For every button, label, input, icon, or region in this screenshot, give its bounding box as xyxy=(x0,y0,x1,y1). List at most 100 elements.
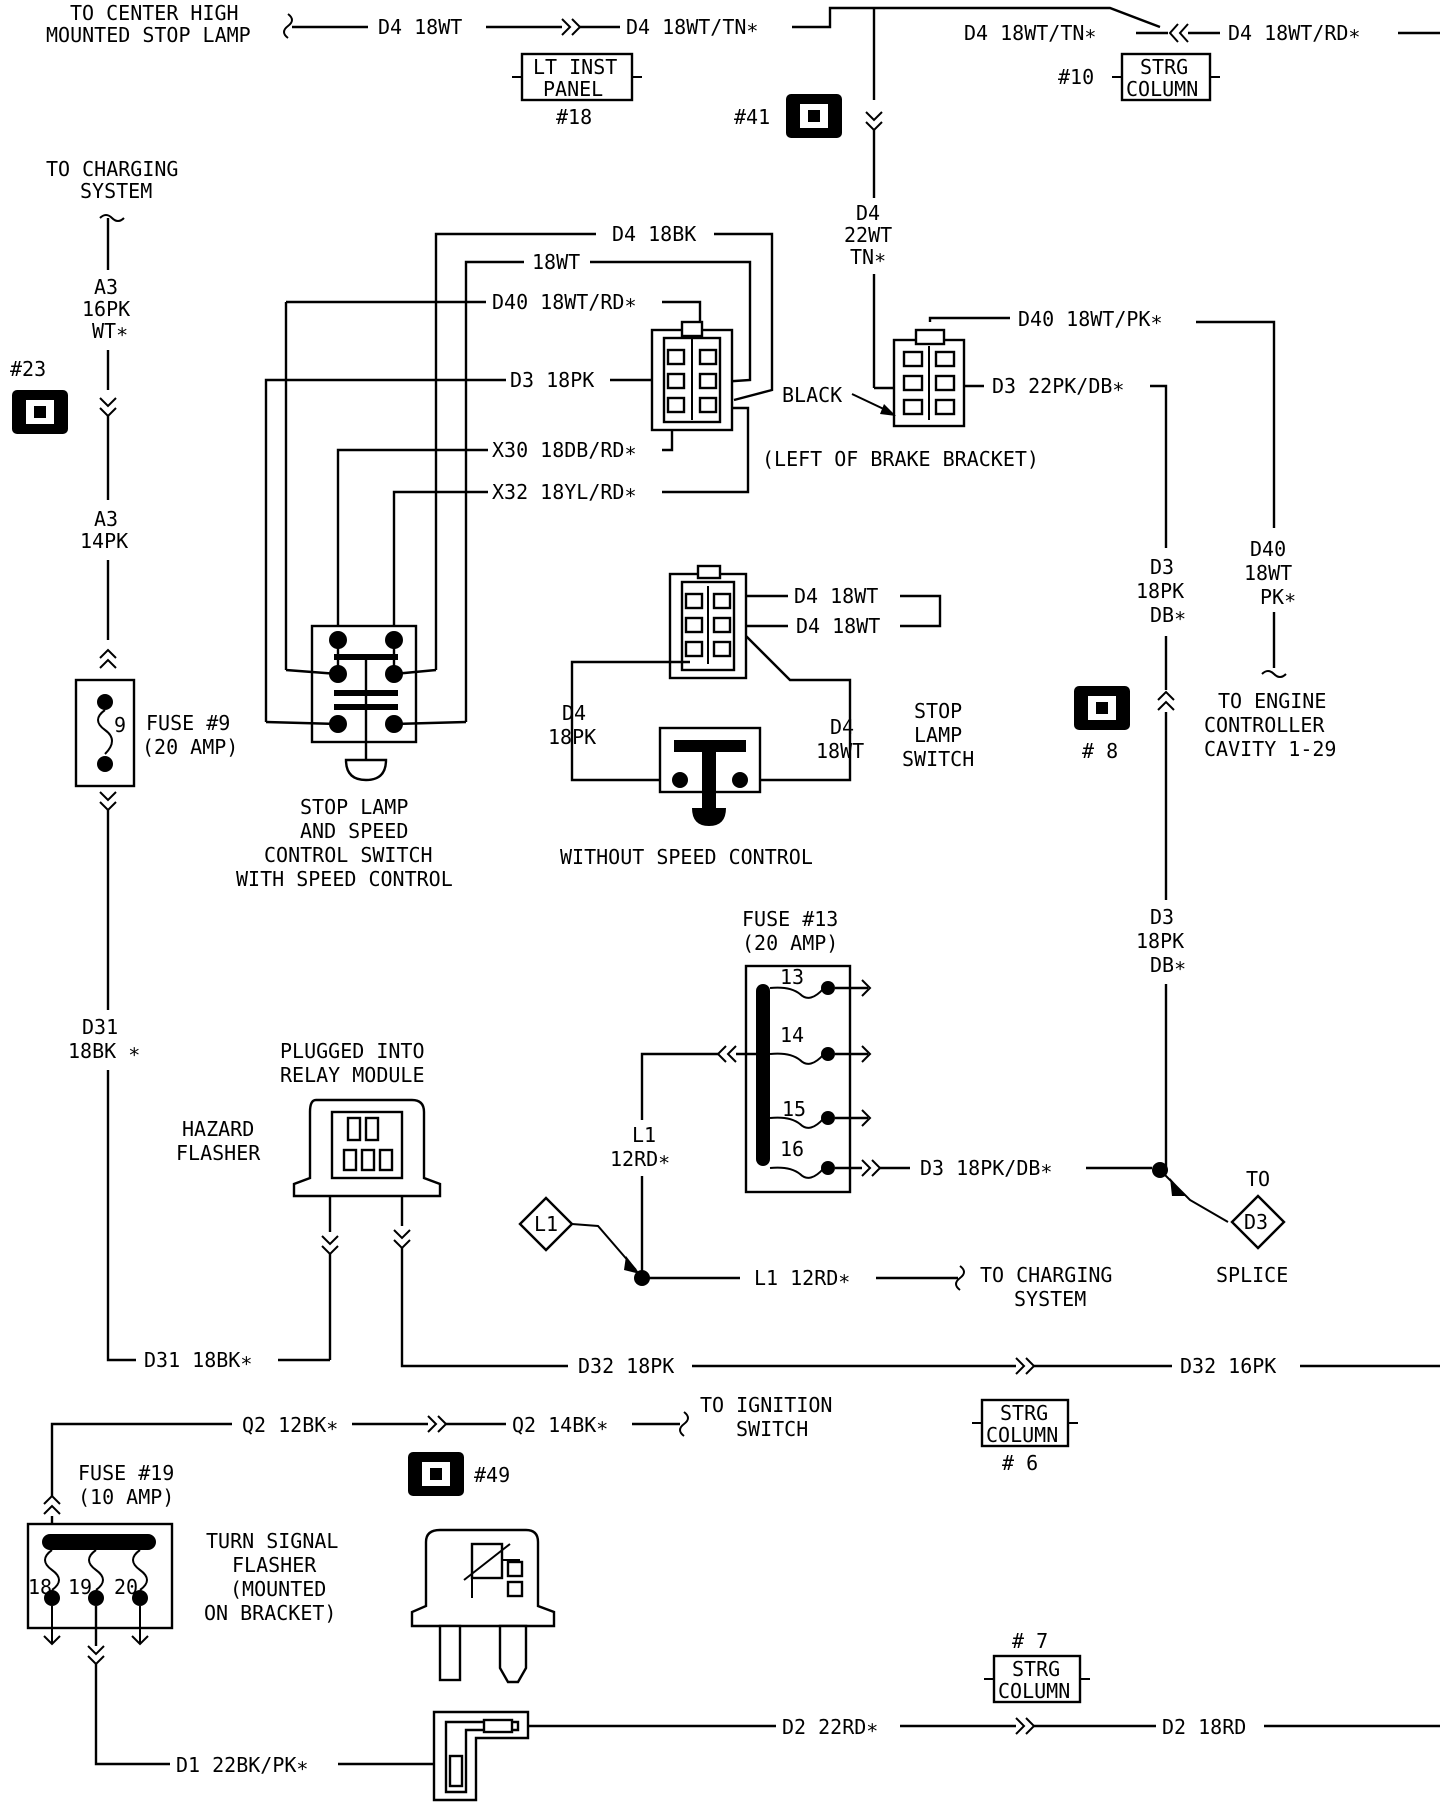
wire-label-x32: X32 18YL/RD∗ xyxy=(492,480,637,504)
fuse13-tap-14-number: 14 xyxy=(780,1023,804,1047)
fuse13-tap-14 xyxy=(769,1045,872,1065)
chmsl-label-1: TO CENTER HIGH xyxy=(70,1,239,25)
wire-label-d1-22bk-pk: D1 22BK/PK∗ xyxy=(176,1753,308,1777)
wire-label-d4-18wt-tn-2: D4 18WT/TN∗ xyxy=(964,21,1096,45)
l1-diamond-label: L1 xyxy=(534,1212,558,1236)
fuse19-label-2: (10 AMP) xyxy=(78,1485,174,1509)
left-column: TO CHARGING SYSTEM A3 16PK WT∗ #23 A3 14… xyxy=(10,157,330,1372)
speed-control-switch-section: D4 18BK 18WT D40 18WT/RD∗ D3 18PK X30 18… xyxy=(236,222,774,891)
wire-label-d31-1: D31 xyxy=(82,1015,118,1039)
wire-segment xyxy=(265,720,339,726)
ignition-label-2: SWITCH xyxy=(736,1417,808,1441)
ground-49-number: #49 xyxy=(474,1463,510,1487)
wire-segment xyxy=(393,668,437,676)
fuse13-label-2: (20 AMP) xyxy=(742,931,838,955)
without-speed-control-section: D4 18WT D4 18WT D4 18PK D4 18WT STOP LAM… xyxy=(548,564,974,869)
ground-41-number: #41 xyxy=(734,105,770,129)
wire-label-d3-18pk-db-b-3: DB∗ xyxy=(1150,953,1186,977)
hazard-flasher-label-1: HAZARD xyxy=(182,1117,254,1141)
connector-fuse13-l1 xyxy=(716,1045,737,1063)
wire-label-d40-18wt-rd: D40 18WT/RD∗ xyxy=(492,290,637,314)
wire-d4-18bk-left xyxy=(434,232,596,670)
lt-inst-panel-label-1: LT INST xyxy=(533,55,617,79)
strg-column-10-label-1: STRG xyxy=(1140,55,1188,79)
charging-system-label-2: SYSTEM xyxy=(80,179,152,203)
l1-break xyxy=(955,1265,965,1291)
connector-hazard-left xyxy=(321,1235,339,1256)
fuse19-tap-18: 18 xyxy=(28,1575,52,1599)
wire-label-d3-18pk-db-b-1: D3 xyxy=(1150,905,1174,929)
wire-label-d3-18pk-db-a-3: DB∗ xyxy=(1150,603,1186,627)
wire-label-a3-16pk-3: WT∗ xyxy=(92,319,128,343)
fuse19-tap-19: 19 xyxy=(68,1575,92,1599)
turn-signal-flasher xyxy=(410,1528,556,1684)
wire-segment xyxy=(662,300,702,322)
d3-splice-diamond xyxy=(1230,1194,1286,1250)
ignition-break xyxy=(679,1411,689,1437)
wire-d1-left xyxy=(94,1664,170,1766)
wire-label-d4-18wt-rd: D4 18WT/RD∗ xyxy=(1228,21,1360,45)
diagram-element xyxy=(624,1256,640,1274)
wire-d32-18pk-left xyxy=(400,1248,568,1368)
strg-column-7-number: # 7 xyxy=(1012,1629,1048,1653)
ground-23-number: #23 xyxy=(10,357,46,381)
wire-label-fuse13-d3: D3 18PK/DB∗ xyxy=(920,1156,1052,1180)
wire-d3-18pk-left xyxy=(264,378,506,722)
connector-inline-1 xyxy=(561,18,582,36)
splice-label: SPLICE xyxy=(1216,1263,1288,1287)
stop-lamp-switch-label-3: SWITCH xyxy=(902,747,974,771)
wire-label-d3-18pk-db-a-2: 18PK xyxy=(1136,579,1184,603)
engine-controller-break xyxy=(1261,670,1287,678)
wire-segment xyxy=(928,316,1010,322)
wire-label-d4-18wt: D4 18WT xyxy=(378,15,462,39)
wire-d4-splice-path xyxy=(792,6,1161,29)
connector-inline-2 xyxy=(1168,23,1189,43)
wire-l1-12rd-up xyxy=(640,1052,718,1120)
chmsl-label-2: MOUNTED STOP LAMP xyxy=(46,23,251,47)
stop-lamp-switch-label-1: STOP xyxy=(914,699,962,723)
fuse9-label-1: FUSE #9 xyxy=(146,711,230,735)
wire-label-d40-right-3: PK∗ xyxy=(1260,585,1296,609)
wire-label-d40-18wt-pk: D40 18WT/PK∗ xyxy=(1018,307,1163,331)
lt-inst-panel-number: #18 xyxy=(556,105,592,129)
plugged-label-2: RELAY MODULE xyxy=(280,1063,425,1087)
turn-flasher-label-1: TURN SIGNAL xyxy=(206,1529,338,1553)
wire-q2-left xyxy=(50,1422,232,1496)
turn-flasher-label-2: FLASHER xyxy=(232,1553,317,1577)
brake-bracket-connector-section: D40 18WT/PK∗ D3 22PK/DB∗ BLACK (LEFT OF … xyxy=(762,274,1276,548)
brake-location-label: (LEFT OF BRAKE BRACKET) xyxy=(762,447,1039,471)
diagram-element xyxy=(880,404,896,416)
wire-label-q2-12bk: Q2 12BK∗ xyxy=(242,1413,338,1437)
wire-segment xyxy=(285,668,339,676)
fuse13-tap-13-number: 13 xyxy=(780,965,804,989)
brake-connector xyxy=(892,328,966,428)
connector-d2 xyxy=(1015,1717,1036,1735)
hazard-flasher-section: PLUGGED INTO RELAY MODULE HAZARD FLASHER… xyxy=(176,1039,1440,1475)
l1-diamond xyxy=(518,1196,574,1252)
diagram-element xyxy=(43,1606,61,1646)
wire-label-l1-12rd-1: L1 xyxy=(632,1123,656,1147)
wire-x32-left xyxy=(392,490,488,670)
strg-column-7-label-2: COLUMN xyxy=(998,1679,1070,1703)
connector-fuse9-bottom xyxy=(99,791,117,812)
l1-pointer xyxy=(571,1223,637,1271)
hazard-flasher-label-2: FLASHER xyxy=(176,1141,261,1165)
wire-label-d4-18wt-a: D4 18WT xyxy=(794,584,878,608)
wire-x30-left xyxy=(336,448,488,670)
ground-49-icon xyxy=(408,1452,464,1496)
wire-segment xyxy=(1150,384,1168,548)
wire-label-d40-right-1: D40 xyxy=(1250,537,1286,561)
wire-label-d31-bottom: D31 18BK∗ xyxy=(144,1348,252,1372)
connector-fuse19-d1 xyxy=(87,1645,105,1666)
wire-label-d3-22pk-db: D3 22PK/DB∗ xyxy=(992,374,1124,398)
fuse13-bus-bar xyxy=(756,984,770,1166)
speed-switch-connector xyxy=(650,320,734,432)
stop-lamp-switch-label-2: LAMP xyxy=(914,723,962,747)
ground-41-icon xyxy=(786,94,842,138)
to-label: TO xyxy=(1246,1167,1270,1191)
wire-label-18wt: 18WT xyxy=(532,250,580,274)
diagram-element xyxy=(97,756,113,772)
ground-8-number: # 8 xyxy=(1082,739,1118,763)
speed-switch-caption-1: STOP LAMP xyxy=(300,795,408,819)
